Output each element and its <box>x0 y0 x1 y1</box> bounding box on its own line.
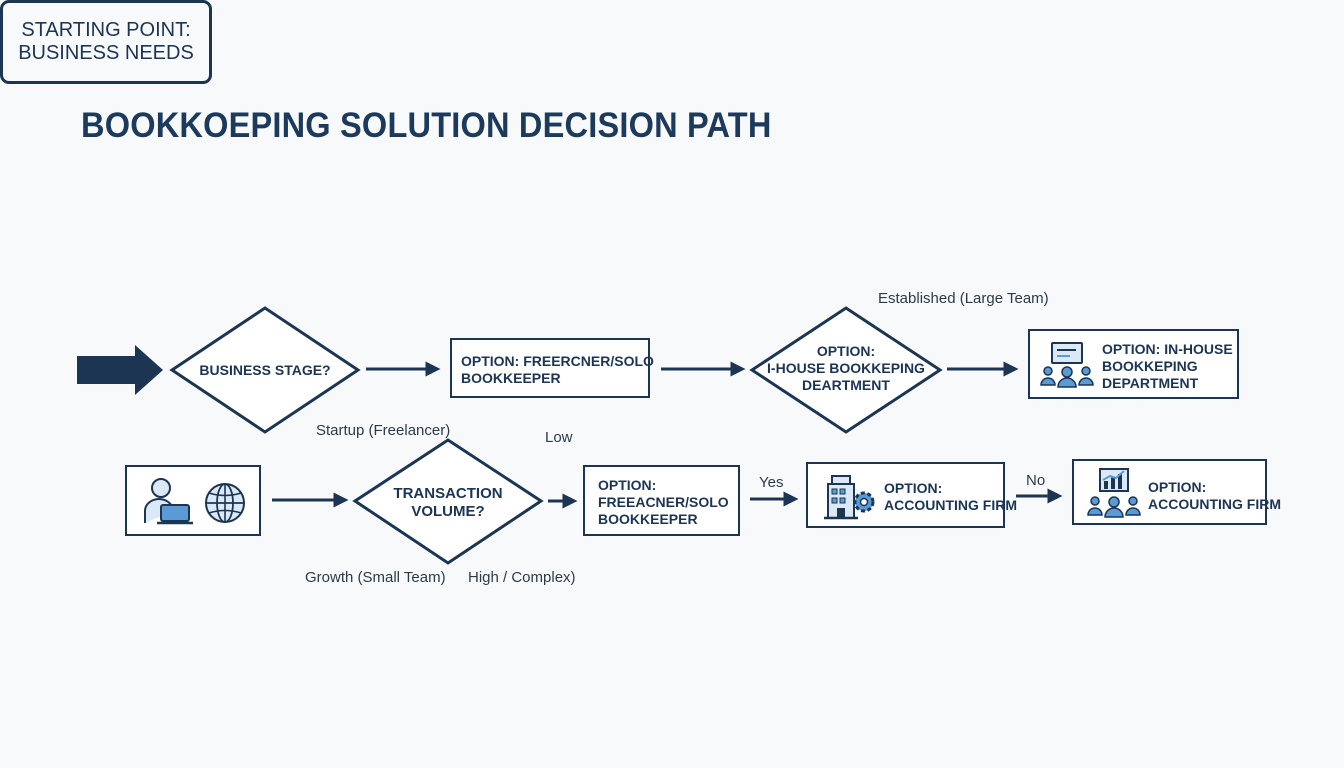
option-freelancer-top-line-2: BOOKKEEPER <box>461 370 561 386</box>
option-freelancer-bottom-line-3: BOOKKEEPER <box>598 511 698 527</box>
business-stage-label: BUSINESS STAGE? <box>199 362 331 378</box>
entry-arrow <box>77 345 163 395</box>
inhouse-decision-diamond <box>749 306 943 434</box>
transaction-volume-label: TRANSACTION VOLUME? <box>355 485 541 521</box>
team-chart-icon <box>1087 468 1141 518</box>
start-node-line-1: STARTING POINT: <box>21 19 191 41</box>
edge-label-growth: Growth (Small Team) <box>305 569 446 586</box>
page-title: BOOKKOEPING SOLUTION DECISION PATH <box>81 106 772 145</box>
option-inhouse-line-2: BOOKKEPING <box>1102 358 1198 374</box>
inhouse-decision-line-2: I-HOUSE BOOKKEPING <box>767 360 925 376</box>
start-node: STARTING POINT: BUSINESS NEEDS <box>0 0 212 84</box>
edge-label-low: Low <box>545 429 573 446</box>
globe-icon <box>205 483 245 523</box>
option-accounting-firm-b: OPTION: ACCOUNTING FIRM <box>1072 459 1281 525</box>
transaction-volume-line-2: VOLUME? <box>411 503 485 520</box>
option-accounting-firm-a-line-1: OPTION: <box>884 480 943 496</box>
option-freelancer-top: OPTION: FREERCNER/SOLO BOOKKEEPER <box>450 338 654 398</box>
option-freelancer-bottom-line-2: FREEACNER/SOLO <box>598 494 729 510</box>
team-presentation-icon <box>1040 342 1094 388</box>
inhouse-decision-line-3: DEARTMENT <box>802 377 890 393</box>
edge-label-high: High / Complex) <box>468 569 576 586</box>
edge-label-established: Established (Large Team) <box>878 290 1049 307</box>
edge-label-startup: Startup (Freelancer) <box>316 422 451 439</box>
option-accounting-firm-b-line-2: ACCOUNTING FIRM <box>1148 496 1281 512</box>
freelancer-icon-panel <box>125 465 261 536</box>
edge-label-no: No <box>1026 472 1046 489</box>
building-gear-icon <box>824 475 875 520</box>
option-inhouse-line-3: DEPARTMENT <box>1102 375 1199 391</box>
option-inhouse: OPTION: IN-HOUSE BOOKKEPING DEPARTMENT <box>1028 329 1239 399</box>
transaction-volume-line-1: TRANSACTION <box>393 485 503 502</box>
inhouse-decision-line-1: OPTION: <box>816 343 876 359</box>
option-freelancer-bottom-line-1: OPTION: <box>598 477 657 493</box>
option-freelancer-top-line-1: OPTION: FREERCNER/SOLO <box>461 353 654 369</box>
edge-label-yes: Yes <box>759 474 784 491</box>
business-stage-diamond <box>169 306 361 434</box>
start-node-line-2: BUSINESS NEEDS <box>18 42 194 64</box>
option-freelancer-bottom: OPTION: FREEACNER/SOLO BOOKKEEPER <box>583 465 740 536</box>
option-inhouse-line-1: OPTION: IN-HOUSE <box>1102 341 1233 357</box>
person-laptop-icon <box>144 478 193 525</box>
transaction-volume-diamond <box>352 438 544 565</box>
inhouse-decision-label: OPTION: I-HOUSE BOOKKEPING DEARTMENT <box>752 343 940 394</box>
option-accounting-firm-b-line-1: OPTION: <box>1148 479 1207 495</box>
option-accounting-firm-a: OPTION: ACCOUNTING FIRM <box>806 462 1017 528</box>
option-accounting-firm-a-line-2: ACCOUNTING FIRM <box>884 497 1017 513</box>
